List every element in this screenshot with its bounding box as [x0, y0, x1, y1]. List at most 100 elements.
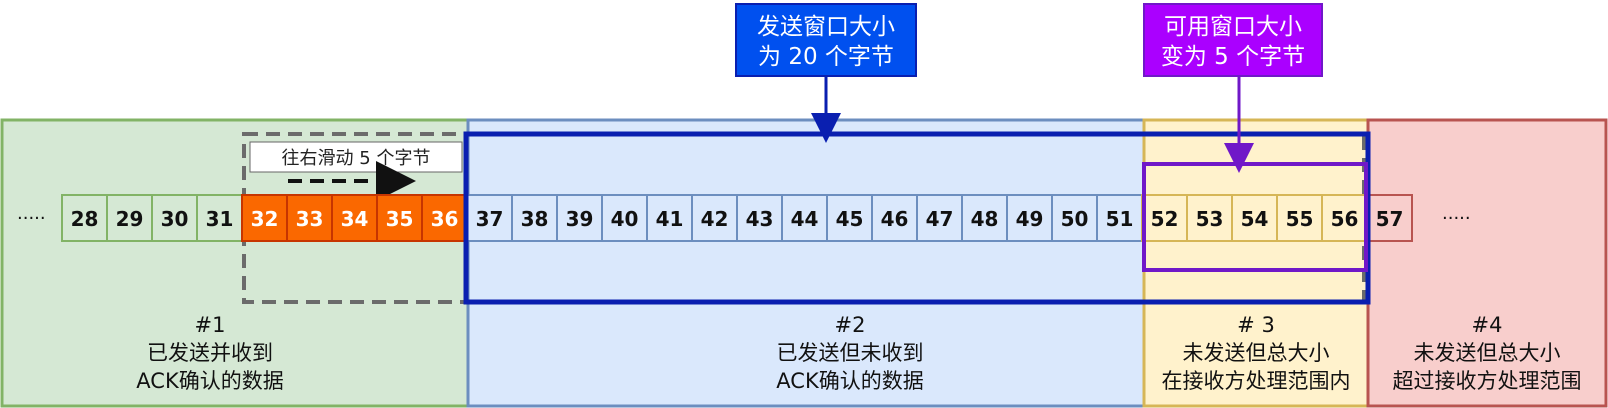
send-window-callout-line-1: 发送窗口大小 — [757, 14, 895, 40]
byte-cell-37: 37 — [466, 194, 513, 242]
region-1-caption-line: #1 — [195, 313, 226, 337]
byte-number: 39 — [566, 207, 594, 231]
byte-cell-50: 50 — [1051, 194, 1098, 242]
byte-cell-box — [1231, 194, 1278, 242]
region-2-caption: #2 已发送但未收到 ACK确认的数据 — [776, 313, 923, 393]
byte-sequence: 28 29 30 31 32 33 34 35 36 37 38 39 40 41 42 43 44 45 46 47… — [61, 194, 1413, 242]
byte-cell-42: 42 — [691, 194, 738, 242]
region-4-caption-line: #4 — [1472, 313, 1503, 337]
byte-cell-box — [1321, 194, 1368, 242]
byte-cell-box — [916, 194, 963, 242]
byte-cell-52: 52 — [1141, 194, 1188, 242]
byte-number: 41 — [656, 207, 684, 231]
byte-number: 32 — [251, 207, 279, 231]
byte-cell-41: 41 — [646, 194, 693, 242]
byte-number: 51 — [1106, 207, 1134, 231]
byte-cell-box — [1051, 194, 1098, 242]
byte-cell-45: 45 — [826, 194, 873, 242]
region-1-caption-line: 已发送并收到 — [147, 341, 273, 365]
byte-cell-box — [376, 194, 423, 242]
byte-cell-55: 55 — [1276, 194, 1323, 242]
byte-cell-33: 33 — [286, 194, 333, 242]
byte-cell-34: 34 — [331, 194, 378, 242]
byte-cell-box — [1006, 194, 1053, 242]
byte-number: 31 — [206, 207, 234, 231]
right-ellipsis: ····· — [1442, 208, 1471, 229]
region-3-caption: # 3 未发送但总大小 在接收方处理范围内 — [1162, 313, 1351, 393]
region-3-caption-line: 在接收方处理范围内 — [1162, 369, 1351, 393]
region-4-caption: #4 未发送但总大小 超过接收方处理范围 — [1393, 313, 1582, 393]
region-2-caption-line: 已发送但未收到 — [777, 341, 924, 365]
byte-number: 57 — [1376, 207, 1404, 231]
byte-cell-box — [61, 194, 108, 242]
byte-number: 56 — [1331, 207, 1359, 231]
byte-cell-box — [871, 194, 918, 242]
byte-cell-44: 44 — [781, 194, 828, 242]
byte-number: 42 — [701, 207, 729, 231]
byte-number: 49 — [1016, 207, 1044, 231]
region-2-caption-line: #2 — [835, 313, 866, 337]
byte-cell-box — [1141, 194, 1188, 242]
byte-cell-49: 49 — [1006, 194, 1053, 242]
region-3-usable-window — [1142, 118, 1370, 408]
byte-cell-box — [331, 194, 378, 242]
byte-cell-38: 38 — [511, 194, 558, 242]
byte-number: 33 — [296, 207, 324, 231]
byte-number: 48 — [971, 207, 999, 231]
byte-number: 52 — [1151, 207, 1179, 231]
byte-cell-54: 54 — [1231, 194, 1278, 242]
byte-cell-31: 31 — [196, 194, 243, 242]
byte-cell-box — [241, 194, 288, 242]
byte-cell-box — [1366, 194, 1413, 242]
region-3-caption-line: 未发送但总大小 — [1183, 341, 1330, 365]
region-2-sent-unacked — [466, 118, 1146, 408]
byte-cell-47: 47 — [916, 194, 963, 242]
send-window-callout-line-2: 为 20 个字节 — [758, 44, 894, 70]
byte-cell-28: 28 — [61, 194, 108, 242]
byte-cell-48: 48 — [961, 194, 1008, 242]
byte-number: 53 — [1196, 207, 1224, 231]
usable-window-callout-line-1: 可用窗口大小 — [1164, 14, 1302, 40]
region-1-caption: #1 已发送并收到 ACK确认的数据 — [136, 313, 283, 393]
byte-cell-box — [646, 194, 693, 242]
byte-cell-box — [106, 194, 153, 242]
byte-cell-29: 29 — [106, 194, 153, 242]
byte-number: 37 — [476, 207, 504, 231]
send-window-callout: 发送窗口大小 为 20 个字节 — [735, 3, 917, 77]
byte-number: 28 — [71, 207, 99, 231]
usable-window-callout: 可用窗口大小 变为 5 个字节 — [1143, 3, 1323, 77]
byte-number: 36 — [431, 207, 459, 231]
region-3-caption-line: # 3 — [1237, 313, 1275, 337]
byte-number: 38 — [521, 207, 549, 231]
byte-number: 46 — [881, 207, 909, 231]
byte-cell-36: 36 — [421, 194, 468, 242]
region-1-caption-line: ACK确认的数据 — [136, 369, 283, 393]
region-4-beyond-window — [1366, 118, 1608, 408]
byte-number: 29 — [116, 207, 144, 231]
byte-number: 45 — [836, 207, 864, 231]
byte-cell-51: 51 — [1096, 194, 1143, 242]
byte-number: 35 — [386, 207, 414, 231]
byte-number: 47 — [926, 207, 954, 231]
byte-cell-46: 46 — [871, 194, 918, 242]
usable-window-callout-line-2: 变为 5 个字节 — [1161, 44, 1305, 70]
byte-cell-32: 32 — [241, 194, 288, 242]
byte-number: 40 — [611, 207, 639, 231]
region-2-caption-line: ACK确认的数据 — [776, 369, 923, 393]
byte-number: 54 — [1241, 207, 1269, 231]
byte-cell-box — [601, 194, 648, 242]
byte-cell-box — [1186, 194, 1233, 242]
slide-note: 往右滑动 5 个字节 — [249, 141, 463, 173]
byte-cell-30: 30 — [151, 194, 198, 242]
byte-cell-box — [286, 194, 333, 242]
byte-cell-57: 57 — [1366, 194, 1413, 242]
byte-number: 55 — [1286, 207, 1314, 231]
byte-cell-40: 40 — [601, 194, 648, 242]
byte-cell-53: 53 — [1186, 194, 1233, 242]
region-4-caption-line: 未发送但总大小 — [1414, 341, 1561, 365]
byte-number: 43 — [746, 207, 774, 231]
byte-cell-box — [1096, 194, 1143, 242]
byte-number: 50 — [1061, 207, 1089, 231]
usable-window-border — [1142, 162, 1368, 272]
